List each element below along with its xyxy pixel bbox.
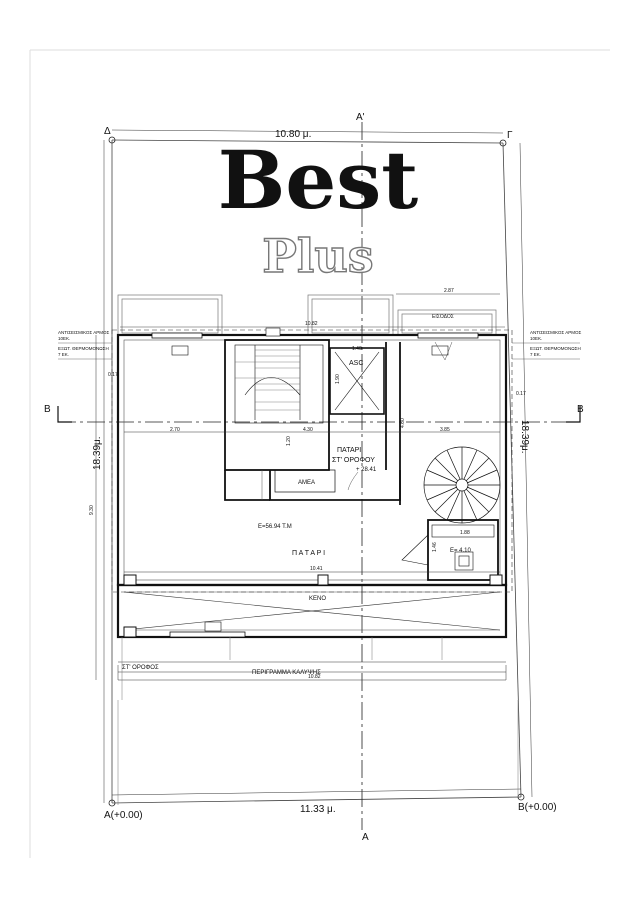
dim-1082-bottom: 10.82 xyxy=(308,674,321,680)
label-area-main: Ε=56.94 Τ.Μ xyxy=(258,524,292,530)
dim-150: 1.46 xyxy=(432,542,438,552)
void-cross xyxy=(123,591,501,631)
note-leaders xyxy=(58,342,580,360)
label-patari-orofou-2: ΣΤ' ΟΡΟΦΟΥ xyxy=(332,457,375,464)
dim-top-width: 10.80 μ. xyxy=(275,129,311,140)
dim-430: 4.30 xyxy=(303,427,313,433)
corner-label-gamma: Γ xyxy=(507,130,513,141)
label-st-orofos: ΣΤ' ΟΡΟΦΟΣ xyxy=(122,665,159,671)
level-label-b: B(+0.00) xyxy=(518,802,557,813)
columns xyxy=(123,574,503,638)
section-b-left-marker xyxy=(57,406,72,423)
corner-delta-marker xyxy=(108,136,116,144)
window-openings xyxy=(151,332,479,638)
corner-gamma-marker xyxy=(499,139,507,147)
note-left-3: ΕΞΩΤ. ΘΕΡΜΟΜΟΝΩΣΗ xyxy=(58,346,109,351)
dim-140: 1.40 xyxy=(352,346,362,352)
dim-1082-top: 10.82 xyxy=(305,321,318,327)
watermark-line2: Plus xyxy=(262,229,373,283)
section-label-b-left: B xyxy=(44,404,51,415)
dim-930: 9.30 xyxy=(89,505,95,515)
dim-270: 2.70 xyxy=(170,427,180,433)
dim-left-height: 18.39μ. xyxy=(92,436,103,470)
partition-walls xyxy=(224,342,401,505)
note-right-2: 10ΕΚ. xyxy=(530,336,542,341)
stair-core xyxy=(224,339,330,471)
note-right-4: 7 ΕΚ. xyxy=(530,352,541,357)
corner-label-delta: Δ xyxy=(104,126,111,137)
label-area-small: Ε= 4.10 xyxy=(450,548,472,554)
dimension-lines xyxy=(95,129,533,803)
label-eisodos: ΕΙΣΟΔΟΣ xyxy=(432,314,454,320)
label-perigramma: ΠΕΡΙΓΡΑΜΜΑ ΚΑΛΥΨΗΣ xyxy=(252,670,321,676)
dim-017-right: 0.17 xyxy=(516,391,526,397)
dim-460: 4.60 xyxy=(400,418,406,428)
label-asc: ASC xyxy=(349,360,363,367)
label-patari-orofou-1: ΠΑΤΑΡΙ xyxy=(337,447,361,454)
dim-385: 3.85 xyxy=(440,427,450,433)
note-right-3: ΕΞΩΤ. ΘΕΡΜΟΜΟΝΩΣΗ xyxy=(530,346,581,351)
spiral-stair xyxy=(423,446,501,524)
corner-a-marker xyxy=(108,799,116,807)
dim-right-height: 18.39μ. xyxy=(519,420,530,454)
label-amea: ΑΜΕΑ xyxy=(298,480,315,486)
watermark-line1: Best xyxy=(218,133,419,227)
dim-120: 1.20 xyxy=(286,436,292,446)
section-label-a-prime: A' xyxy=(356,112,365,123)
section-label-b-right: B xyxy=(577,404,584,415)
dim-190: 1.90 xyxy=(335,374,341,384)
section-label-a: A xyxy=(362,832,369,843)
insulation-outline xyxy=(111,329,513,593)
label-keno: ΚΕΝΟ xyxy=(309,596,326,602)
elevator-shaft xyxy=(329,347,385,415)
note-left-4: 7 ΕΚ. xyxy=(58,352,69,357)
section-b-right-marker xyxy=(566,406,581,423)
drop-lines xyxy=(117,637,519,805)
dim-188: 1.88 xyxy=(460,530,470,536)
elevation-mark: + 28.41 xyxy=(356,467,377,473)
level-label-a: A(+0.00) xyxy=(104,810,143,821)
label-patari: Π Α Τ Α Ρ Ι xyxy=(292,550,325,557)
dim-287: 2.87 xyxy=(444,288,454,294)
dim-017-left: 0.17 xyxy=(108,372,118,378)
note-right-1: ΑΝΤΙΣΕΙΣΜΙΚΟΣ ΑΡΜΟΣ xyxy=(530,330,581,335)
outer-walls xyxy=(116,333,508,639)
dim-bottom-width: 11.33 μ. xyxy=(300,804,336,815)
door-swings xyxy=(261,341,453,500)
note-left-2: 10ΕΚ. xyxy=(58,336,70,341)
dim-1041: 10.41 xyxy=(310,566,323,572)
small-room xyxy=(401,519,499,581)
note-left-1: ΑΝΤΙΣΕΙΣΜΙΚΟΣ ΑΡΜΟΣ xyxy=(58,330,109,335)
